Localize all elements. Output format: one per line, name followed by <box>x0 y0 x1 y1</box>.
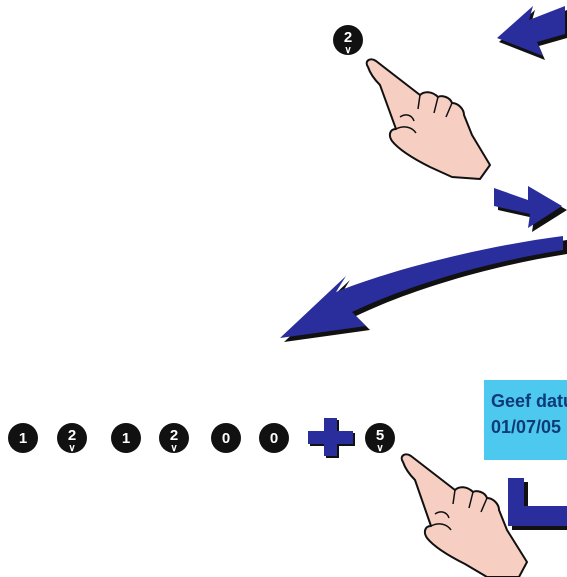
key-1[interactable]: 1 <box>8 423 38 453</box>
key-label: 1 <box>121 429 131 447</box>
key-1[interactable]: 1 <box>111 423 141 453</box>
pointing-hand-icon <box>365 58 491 180</box>
key-0[interactable]: 0 <box>211 423 241 453</box>
key-label: 1 <box>18 429 28 447</box>
key-label: 5 <box>375 426 385 444</box>
display-line-1: Geef datum <box>491 391 567 411</box>
key-2[interactable]: 2 ∨ <box>57 423 87 454</box>
display-screen: Geef datum 01/07/05 <box>484 380 567 460</box>
key-5[interactable]: 5 ∨ <box>365 423 395 454</box>
arrow-curved-icon <box>280 236 567 342</box>
plus-icon <box>308 418 355 458</box>
key-label: 2 <box>169 426 179 444</box>
key-2[interactable]: 2 ∨ <box>159 423 189 454</box>
pointing-hand-icon <box>400 453 528 577</box>
key-label: 2 <box>67 426 77 444</box>
display-line-2: 01/07/05 <box>491 417 562 437</box>
key-2-top[interactable]: 2 ∨ <box>333 25 363 56</box>
key-label: 0 <box>269 429 279 447</box>
key-label: 2 <box>343 28 353 46</box>
key-0[interactable]: 0 <box>259 423 289 453</box>
arrow-down-icon: ∨ <box>68 443 76 454</box>
key-label: 0 <box>221 429 231 447</box>
arrow-right-icon <box>494 186 567 232</box>
arrow-top-icon <box>497 6 567 60</box>
enter-key-icon <box>508 478 567 530</box>
arrow-down-icon: ∨ <box>170 443 178 454</box>
arrow-down-icon: ∨ <box>376 443 384 454</box>
arrow-down-icon: ∨ <box>344 45 352 56</box>
